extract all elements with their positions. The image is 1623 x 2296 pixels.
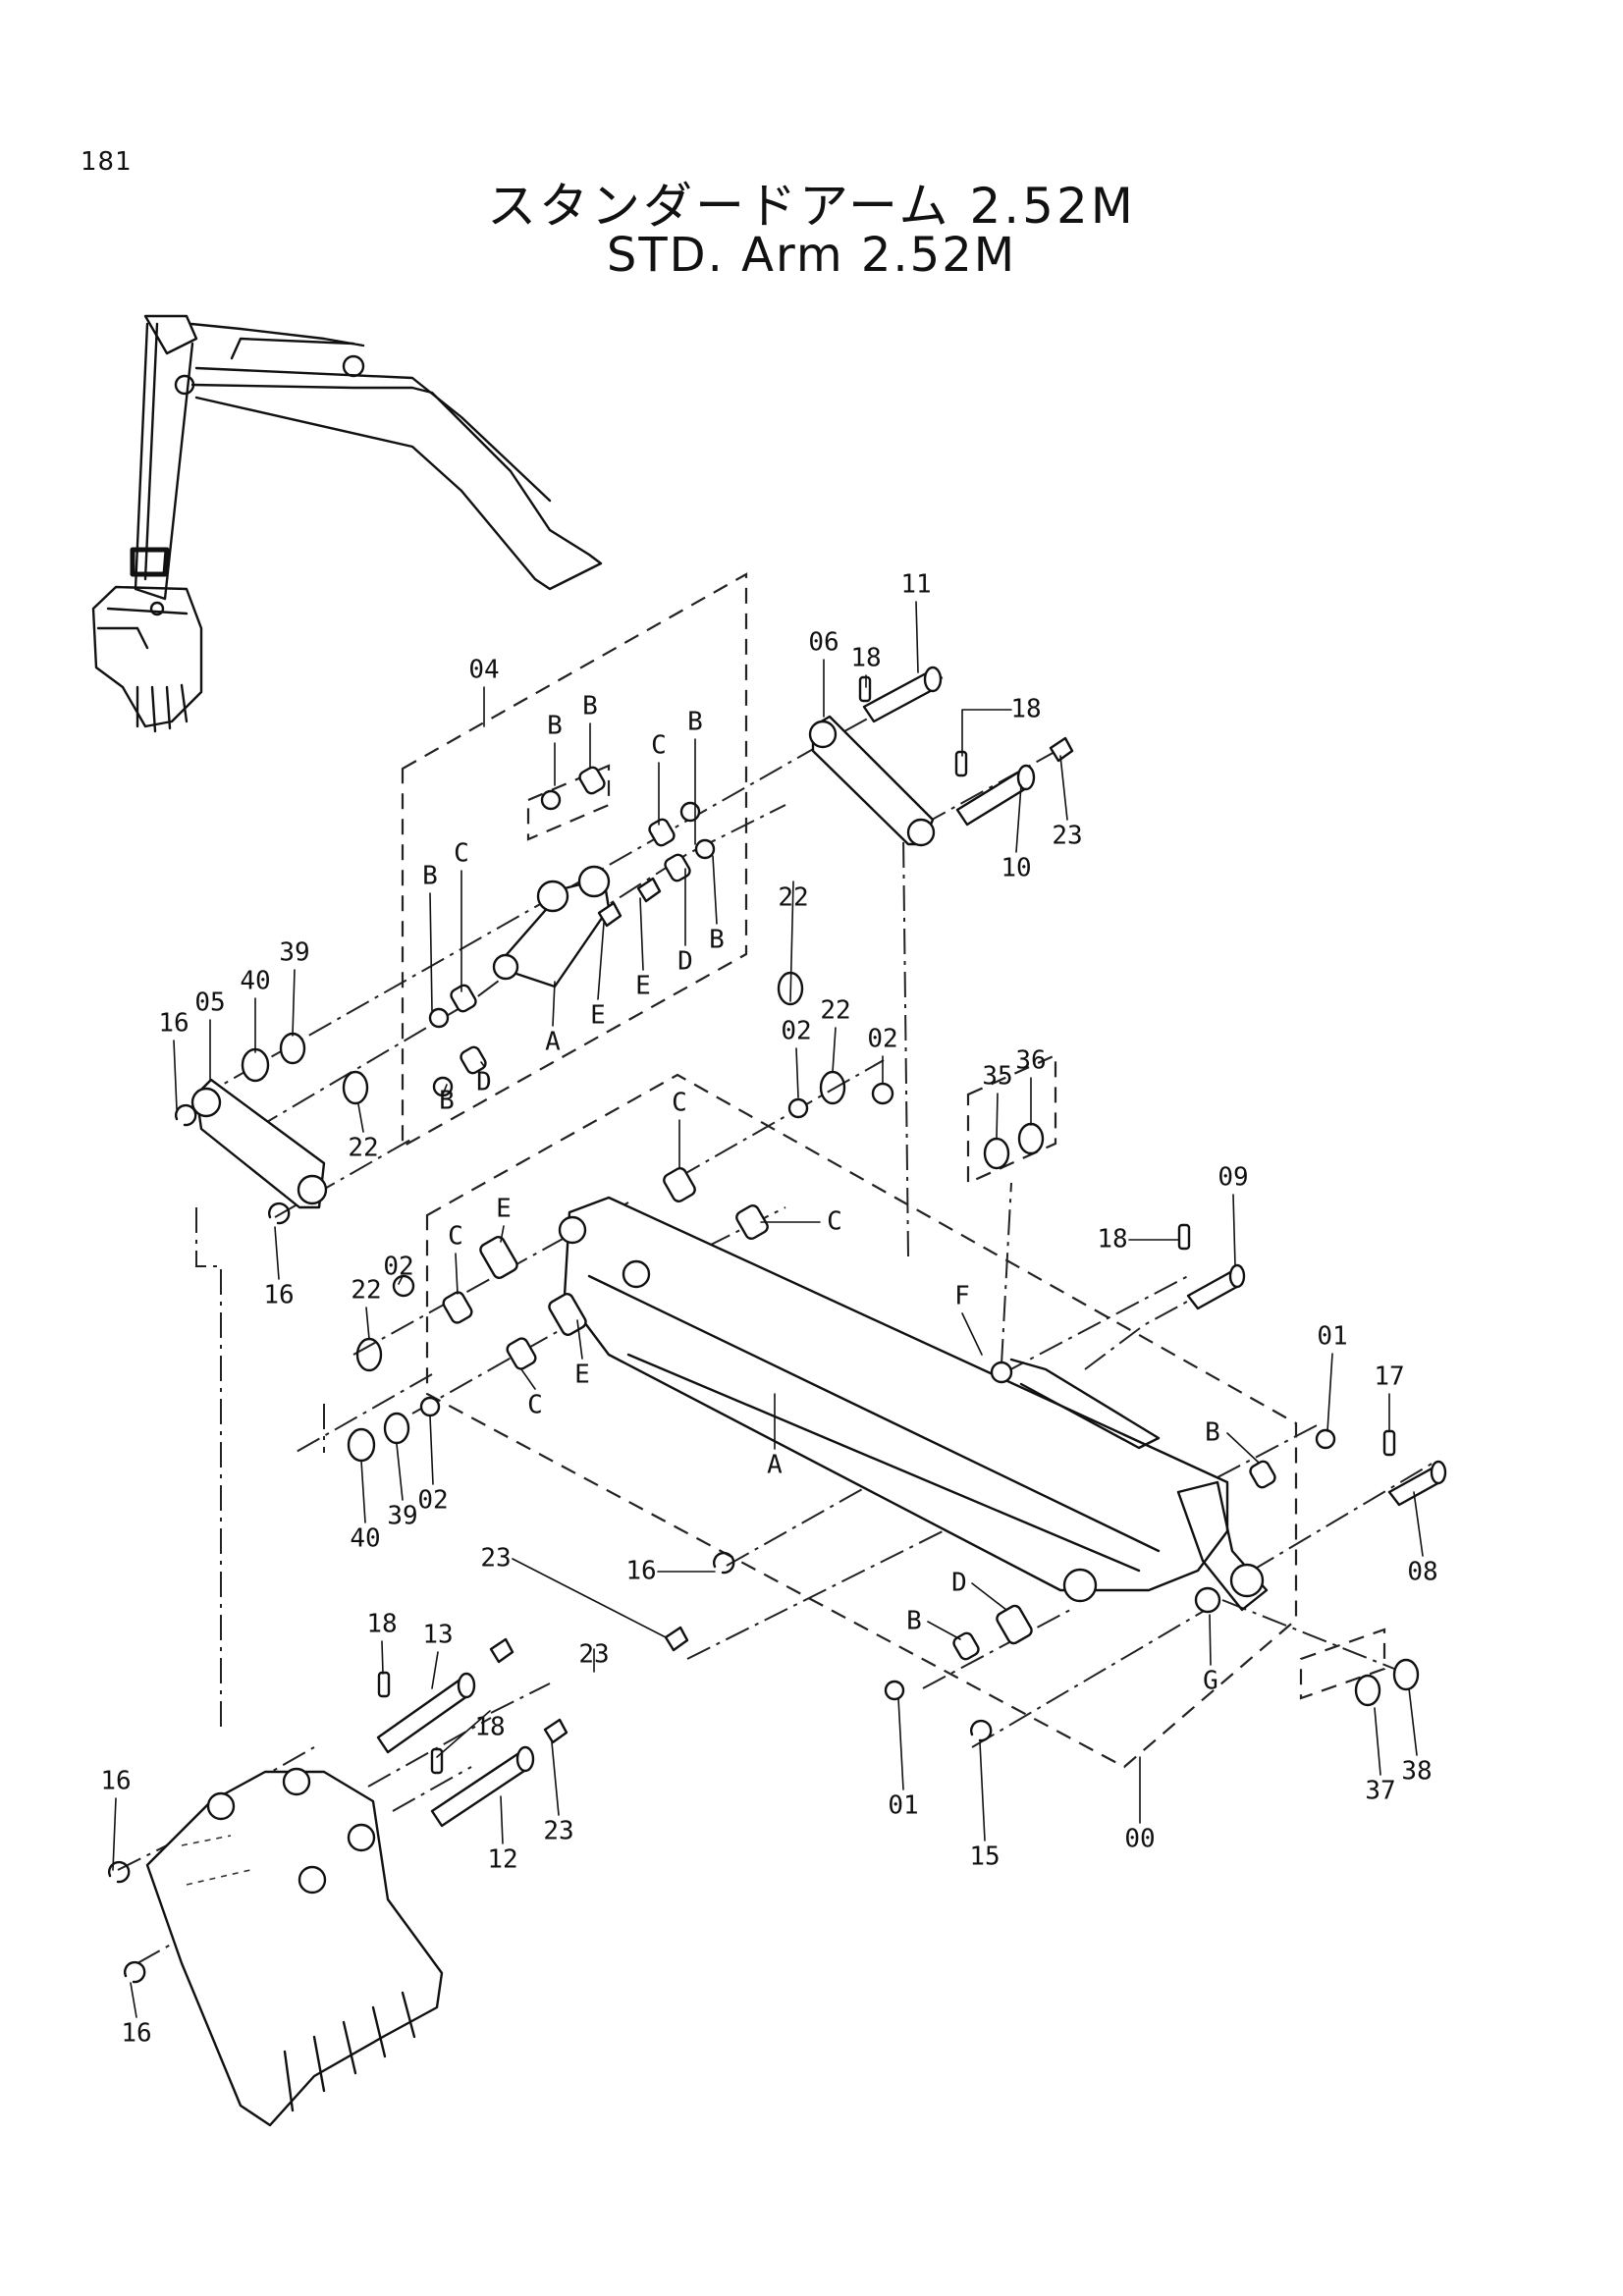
callout-label: 11: [900, 570, 931, 600]
page-title-japanese: スタンダードアーム 2.52M: [487, 178, 1136, 235]
callout-label: 23: [480, 1544, 511, 1574]
callout-label: 23: [1052, 822, 1082, 851]
callout-label: 18: [366, 1610, 397, 1639]
bucket: [145, 1767, 444, 2127]
callout-label: 39: [279, 938, 309, 968]
callout-label: 00: [1124, 1825, 1155, 1854]
callout-label: C: [651, 731, 667, 761]
links: [190, 715, 936, 1209]
callout-label: 16: [158, 1009, 189, 1039]
callout-label: C: [448, 1222, 463, 1252]
group-00-outline: [425, 1073, 1298, 1769]
callout-label: 18: [850, 644, 881, 673]
callout-label: 18: [474, 1713, 505, 1742]
callout-label: 18: [1010, 695, 1041, 724]
callout-label: 40: [240, 967, 270, 996]
pin-12: [430, 1750, 532, 1828]
callout-label: 02: [383, 1253, 413, 1282]
callout-label: 09: [1217, 1163, 1248, 1193]
link-05: [194, 1078, 326, 1209]
callout-label: 02: [867, 1025, 897, 1054]
callout-label: 16: [263, 1281, 294, 1310]
callout-label: C: [672, 1089, 687, 1118]
callout-label: 08: [1407, 1558, 1437, 1587]
callout-labels: 04BBCB22061811182310BCDBEEABD16054039220…: [100, 570, 1437, 2049]
callout-label: D: [677, 947, 693, 977]
callout-label: 40: [350, 1524, 380, 1554]
page-title-english: STD. Arm 2.52M: [606, 228, 1017, 283]
callout-label: 02: [781, 1017, 811, 1046]
callout-label: 18: [1097, 1225, 1127, 1255]
callout-label: 15: [969, 1842, 1000, 1872]
snap-rings: [108, 1103, 993, 1984]
callout-label: E: [574, 1361, 590, 1390]
callout-label: E: [496, 1195, 512, 1224]
callout-label: B: [547, 712, 563, 741]
page-number: 181: [81, 147, 133, 177]
excavator-overview-sketch: [91, 314, 603, 733]
callout-label: 35: [982, 1062, 1012, 1092]
arm-body: [558, 1196, 1269, 1614]
callout-label: B: [422, 862, 438, 891]
callout-label: B: [582, 692, 598, 721]
callout-label: 06: [808, 628, 839, 658]
pin-13: [376, 1677, 473, 1754]
callout-label: C: [527, 1391, 543, 1420]
callout-label: 22: [820, 996, 850, 1026]
callout-label: A: [767, 1451, 783, 1480]
callout-label: 10: [1001, 854, 1031, 883]
callout-label: 05: [194, 988, 225, 1018]
callout-label: 01: [1317, 1322, 1347, 1352]
pins: [376, 666, 1447, 1828]
leader-lines: [112, 601, 1424, 2018]
callout-label: 39: [387, 1502, 417, 1531]
callout-label: 23: [543, 1817, 573, 1846]
grease-fittings: [489, 736, 1074, 1744]
callout-label: C: [827, 1207, 842, 1237]
callout-label: G: [1203, 1667, 1218, 1696]
bushings-and-washers: [241, 766, 1420, 1707]
callout-label: B: [687, 708, 703, 737]
callout-label: 17: [1374, 1362, 1404, 1392]
callout-label: B: [709, 926, 725, 955]
callout-label: 16: [625, 1557, 656, 1586]
bucket-link-assembly: [492, 865, 611, 988]
callout-label: D: [476, 1068, 492, 1097]
callout-label: 22: [778, 883, 808, 913]
callout-label: 22: [351, 1276, 381, 1306]
spring-pins: [377, 675, 1396, 1775]
callout-label: A: [545, 1028, 561, 1057]
callout-label: 37: [1365, 1777, 1395, 1806]
callout-label: B: [906, 1607, 922, 1636]
callout-label: 04: [468, 656, 499, 685]
callout-label: C: [454, 839, 469, 869]
callout-label: B: [1205, 1418, 1220, 1448]
callout-label: 23: [578, 1640, 609, 1670]
group-04-outline: [401, 572, 748, 1148]
callout-label: 36: [1015, 1046, 1046, 1076]
callout-label: 12: [487, 1845, 517, 1875]
callout-label: 01: [888, 1791, 918, 1821]
callout-label: 22: [348, 1134, 378, 1163]
callout-label: B: [439, 1087, 455, 1116]
callout-label: D: [951, 1569, 967, 1598]
callout-label: F: [954, 1282, 970, 1311]
callout-label: 02: [417, 1486, 448, 1516]
callout-label: 16: [121, 2019, 151, 2049]
callout-label: E: [635, 972, 651, 1001]
callout-label: 16: [100, 1767, 131, 1796]
callout-label: 38: [1401, 1757, 1432, 1787]
callout-label: 13: [422, 1621, 453, 1650]
callout-label: E: [590, 1001, 606, 1031]
